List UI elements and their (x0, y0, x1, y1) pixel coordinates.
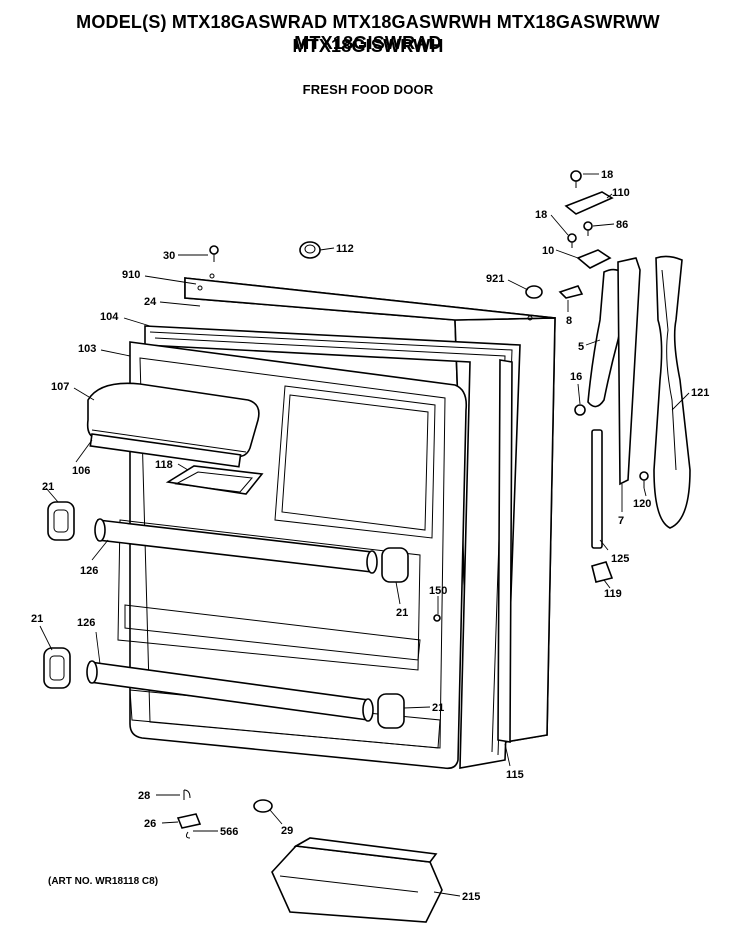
callout-566: 566 (220, 826, 238, 838)
callout-10: 10 (542, 245, 554, 257)
art-number: (ART NO. WR18118 C8) (48, 876, 159, 887)
callout-8: 8 (566, 315, 572, 327)
callout-150: 150 (429, 585, 447, 597)
callout-104: 104 (100, 311, 119, 323)
top-hinge-bracket (525, 191, 614, 299)
screw (567, 233, 577, 248)
callout-910: 910 (122, 269, 140, 281)
callout-26: 26 (144, 818, 156, 830)
door-bin (271, 837, 443, 923)
model-list-line-2: MTX18GISWRWH (292, 36, 444, 56)
handle-mount-bracket (587, 257, 641, 486)
shim (574, 404, 586, 416)
callout-215: 215 (462, 891, 480, 903)
callout-21-lower-left: 21 (31, 613, 43, 625)
callout-120: 120 (633, 498, 651, 510)
shelf-end-cap (381, 547, 409, 583)
bottom-hinge-block (591, 561, 614, 583)
callout-28: 28 (138, 790, 150, 802)
callout-103: 103 (78, 343, 96, 355)
callout-118: 118 (155, 459, 173, 471)
callout-110: 110 (612, 187, 630, 199)
spring (185, 831, 191, 839)
callout-21-upper-right: 21 (396, 607, 408, 619)
callout-126-upper: 126 (80, 565, 98, 577)
callout-106: 106 (72, 465, 90, 477)
hinge-pin-plug (299, 241, 321, 259)
callout-126-lower: 126 (77, 617, 95, 629)
shelf-end-cap (43, 647, 71, 689)
leader-lines (39, 173, 690, 897)
callout-29: 29 (281, 825, 293, 837)
bracket (176, 813, 202, 829)
bottom-hinge-rod (591, 429, 603, 549)
door-shelf-bar-upper (94, 518, 378, 574)
callout-115: 115 (506, 769, 524, 781)
screw (209, 245, 219, 262)
door-strip (497, 359, 513, 743)
callout-119: 119 (604, 588, 622, 600)
callout-21-lower-right: 21 (432, 702, 444, 714)
callout-921: 921 (486, 273, 504, 285)
callout-112: 112 (336, 243, 354, 255)
cam (253, 799, 273, 813)
diagram-title: FRESH FOOD DOOR (302, 82, 434, 97)
callout-16: 16 (570, 371, 582, 383)
screw (570, 170, 582, 188)
plug (433, 614, 441, 622)
door-shelf-bar-lower (86, 660, 374, 722)
callout-24: 24 (144, 296, 157, 308)
screw (639, 471, 649, 488)
callout-5: 5 (578, 341, 584, 353)
callout-125: 125 (611, 553, 629, 565)
butter-tray (165, 465, 264, 495)
callout-labels: 18 110 18 86 30 112 10 910 921 24 8 104 … (31, 169, 709, 903)
callout-121: 121 (691, 387, 709, 399)
callout-107: 107 (51, 381, 69, 393)
clip (183, 789, 191, 800)
shelf-end-cap (377, 693, 405, 729)
callout-7: 7 (618, 515, 624, 527)
callout-18-mid: 18 (535, 209, 547, 221)
callout-30: 30 (163, 250, 175, 262)
shelf-end-cap (47, 501, 75, 541)
callout-21-upper-left: 21 (42, 481, 54, 493)
callout-86: 86 (616, 219, 628, 231)
dairy-compartment-door (86, 382, 260, 468)
screw (583, 221, 593, 236)
model-list-line-1: MODEL(S) MTX18GASWRAD MTX18GASWRWH MTX18… (76, 12, 660, 53)
door-handle (653, 255, 691, 529)
callout-18-top: 18 (601, 169, 613, 181)
